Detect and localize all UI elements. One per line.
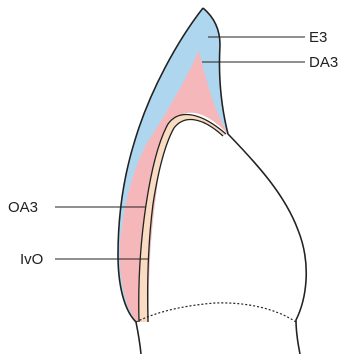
label-e3: E3	[309, 29, 327, 46]
cej-dotted-line	[136, 303, 296, 322]
label-da3: DA3	[309, 54, 338, 71]
label-ivo: IvO	[20, 251, 43, 268]
label-oa3: OA3	[8, 199, 38, 216]
